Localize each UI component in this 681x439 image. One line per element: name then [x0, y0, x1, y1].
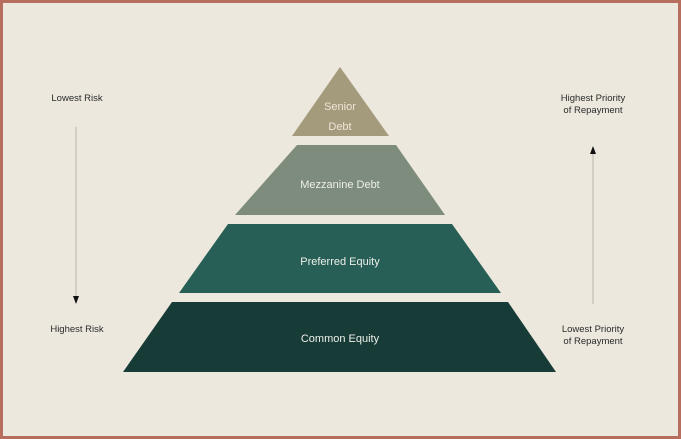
tier-senior-debt [292, 67, 389, 136]
risk-arrow-head-icon [73, 296, 79, 304]
highest-priority-line2: of Repayment [563, 105, 623, 116]
priority-arrow-head-icon [590, 146, 596, 154]
lowest-priority-line2: of Repayment [563, 336, 623, 347]
tier-preferred-equity [179, 224, 501, 293]
tier-label-senior-2: Debt [328, 121, 351, 133]
lowest-priority-line1: Lowest Priority [561, 324, 625, 335]
tier-common-equity [123, 302, 556, 372]
highest-risk-label: Highest Risk [50, 324, 104, 335]
tier-label-mezzanine: Mezzanine Debt [300, 179, 380, 191]
tier-label-common: Common Equity [301, 333, 380, 345]
highest-priority-label: Highest Priority of Repayment [533, 93, 653, 117]
lowest-risk-label: Lowest Risk [51, 93, 103, 104]
highest-priority-line1: Highest Priority [560, 93, 626, 104]
tier-mezzanine-debt [235, 145, 445, 215]
lowest-priority-label: Lowest Priority of Repayment [533, 324, 653, 348]
tier-label-senior-1: Senior [324, 101, 356, 113]
tier-label-preferred: Preferred Equity [300, 256, 380, 268]
